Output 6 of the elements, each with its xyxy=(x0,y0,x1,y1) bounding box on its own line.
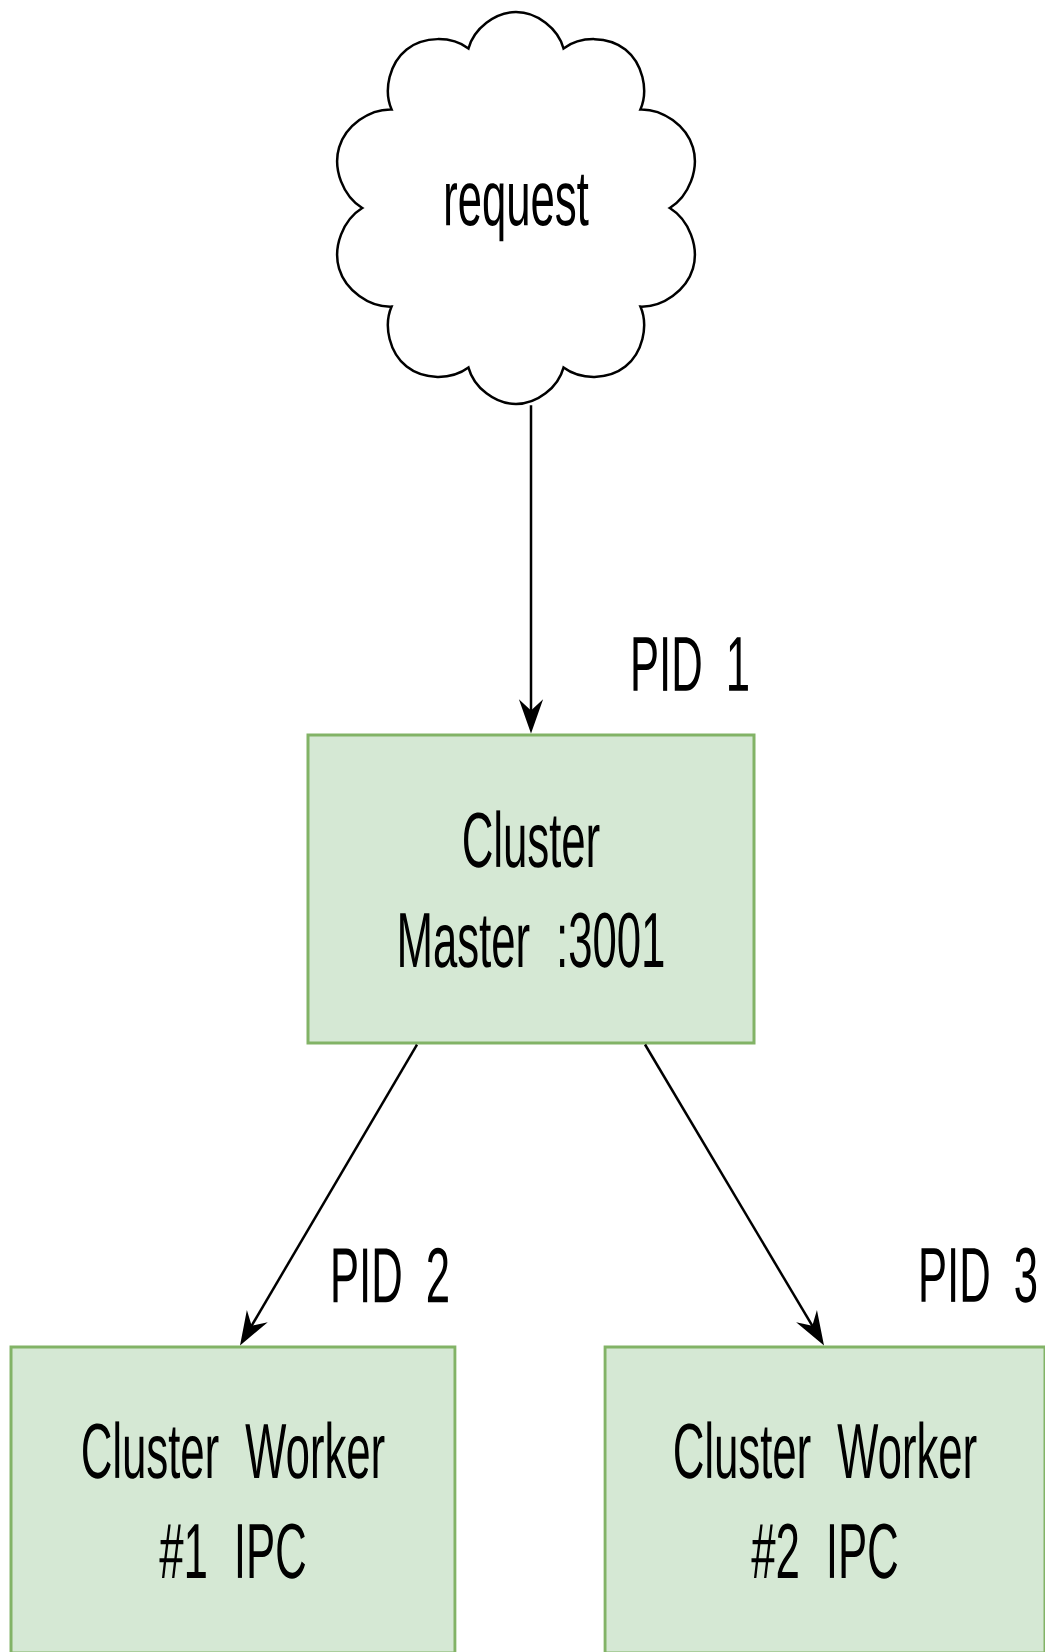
process-box: Cluster Worker #1 IPC xyxy=(9,1345,457,1652)
pid-label: PID 3 xyxy=(921,1247,1037,1303)
pid-label: PID 2 xyxy=(333,1247,448,1303)
process-box: Cluster Master :3001 xyxy=(306,733,756,1045)
process-box: Cluster Worker #2 IPC xyxy=(603,1345,1045,1652)
pid-label: PID 1 xyxy=(633,637,748,691)
